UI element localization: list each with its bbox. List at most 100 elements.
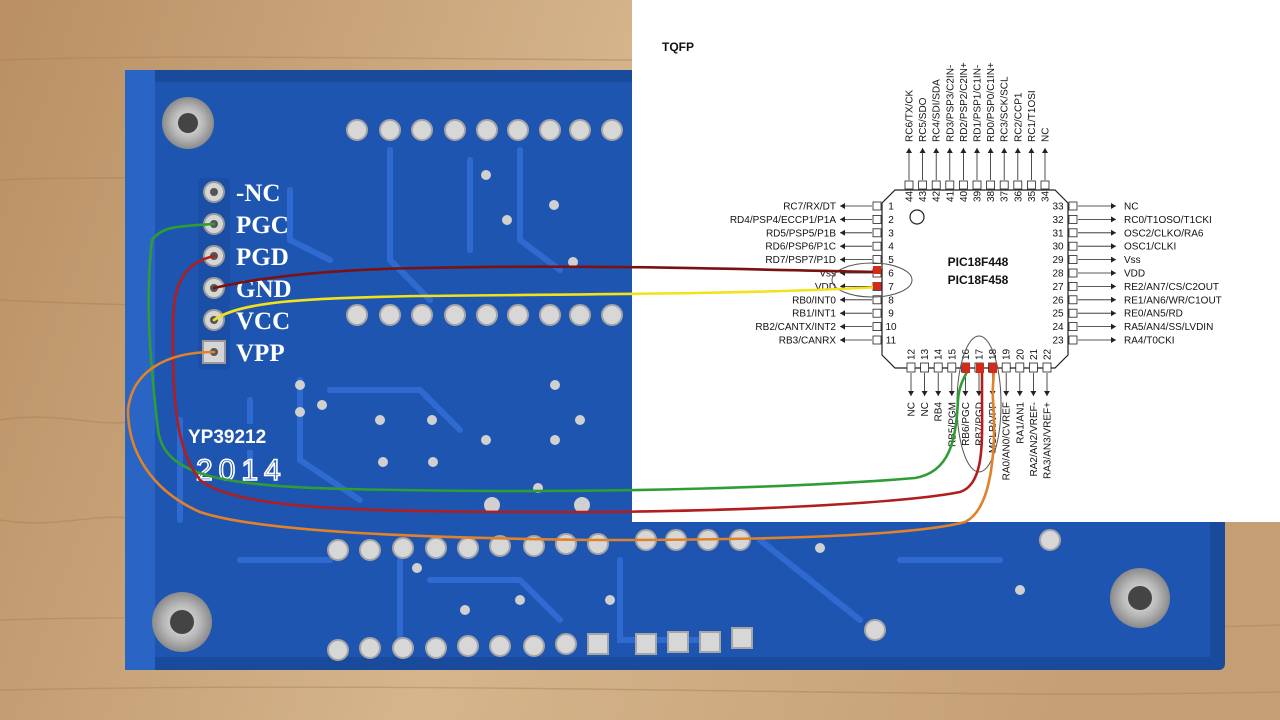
- middle-pad-row: [346, 304, 623, 326]
- pin-label: RB5/PGM: [947, 402, 958, 447]
- pin-label: VDD: [815, 282, 836, 293]
- pin-number: 39: [973, 190, 984, 202]
- pin-arrow: [840, 243, 845, 250]
- pin-pad-bottom: [1042, 362, 1052, 373]
- pin-arrow: [1028, 148, 1035, 153]
- pin-number: 26: [1052, 295, 1064, 306]
- pin-number: 35: [1027, 190, 1038, 202]
- pin-number: 36: [1013, 190, 1024, 202]
- pin-arrow: [840, 337, 845, 343]
- pin-number: 16: [961, 348, 972, 360]
- pin-pad-right: [1068, 214, 1078, 224]
- pcb-vias: [295, 170, 1025, 615]
- programming-header: [198, 178, 230, 370]
- pin-arrow: [840, 256, 845, 263]
- pin-number: 33: [1052, 202, 1064, 213]
- pin-label: OSC1/CLKI: [1124, 242, 1176, 253]
- pin-pad-top: [959, 180, 968, 190]
- pin-label: RD7/PSP7/P1D: [765, 255, 836, 266]
- pin-pad-top: [986, 180, 995, 190]
- pin-arrow: [960, 148, 967, 153]
- pin-18-highlight: [989, 363, 997, 373]
- pin-number: 11: [886, 336, 897, 347]
- pin-label: RC4/SDI/SDA: [932, 79, 943, 142]
- pin-arrow: [919, 148, 926, 153]
- pin-number: 42: [932, 190, 943, 202]
- pin-label: RA0/AN0/CVREF: [1002, 402, 1013, 480]
- pin-number: 20: [1015, 348, 1026, 360]
- pin-pad-right: [1068, 295, 1078, 305]
- pin-number: 23: [1052, 336, 1064, 347]
- pin-label: RD5/PSP5/P1B: [766, 228, 836, 239]
- pin-label: RB0/INT0: [792, 295, 836, 306]
- pin-arrow: [1111, 337, 1116, 343]
- pin-pad-top: [1027, 180, 1036, 190]
- pin-number: 6: [888, 269, 894, 280]
- pin-label: RD0/PSP0/C1IN+: [986, 62, 997, 142]
- pin-number: 29: [1052, 255, 1064, 266]
- wire-gnd: [212, 265, 880, 290]
- pin-arrow: [1030, 391, 1037, 396]
- package-label: TQFP: [662, 40, 694, 54]
- pin-label: RC3/SCK/SCL: [1000, 76, 1011, 142]
- pin-label: RD3/PSP3/C2IN-: [945, 65, 956, 142]
- pin-label: RB1/INT1: [792, 309, 836, 320]
- pin-arrow: [935, 391, 942, 396]
- pin-pad-top: [1013, 180, 1023, 190]
- pin-pad-top: [1040, 180, 1050, 190]
- pin-arrow: [921, 391, 928, 396]
- pin-label: VDD: [1124, 269, 1145, 280]
- pin-17-highlight: [976, 363, 984, 373]
- header-label-pgd: PGD: [236, 244, 289, 271]
- pin-label: Vss: [819, 269, 836, 280]
- pin-arrow: [1014, 148, 1021, 153]
- pin-pad-bottom: [906, 362, 916, 373]
- pin-number: 28: [1052, 269, 1064, 280]
- pin-pad-bottom: [1001, 362, 1011, 373]
- pin-number: 12: [907, 348, 918, 360]
- header-label-pgc: PGC: [236, 212, 289, 239]
- pin-label: RD6/PSP6/P1C: [765, 242, 836, 253]
- pin-pad-left: [872, 335, 882, 345]
- pin-label: RC6/TX/CK: [905, 89, 916, 142]
- pin-arrow: [906, 148, 912, 153]
- pin-number: 30: [1052, 242, 1064, 253]
- pin-arrow: [1111, 310, 1116, 317]
- header-label-nc: -NC: [236, 180, 280, 207]
- pin-label: RE0/AN5/RD: [1124, 309, 1183, 320]
- pin-pad-left: [872, 308, 882, 318]
- highlighted-pins: [873, 266, 997, 373]
- pin-arrow: [1111, 270, 1116, 276]
- pin-label: RA2/AN2/VREF-: [1029, 402, 1040, 476]
- pin-label: RA3/AN3/VREF+: [1043, 402, 1054, 479]
- pin-pad-left: [872, 214, 882, 224]
- top-pad-row: [346, 119, 623, 141]
- pin-arrow: [962, 391, 969, 396]
- pin-number: 3: [888, 228, 894, 239]
- pin-6-highlight: [873, 266, 881, 274]
- pin-number: 31: [1052, 228, 1064, 239]
- pin-pad-top: [945, 180, 955, 190]
- pin-pad-left: [872, 201, 882, 211]
- pin-pad-top: [999, 180, 1009, 190]
- pin-arrow: [1003, 391, 1010, 396]
- pin-arrow: [976, 391, 982, 396]
- pin-number: 19: [1002, 348, 1013, 360]
- pin-number: 37: [1000, 190, 1011, 202]
- pin-label: NC: [1041, 128, 1052, 142]
- jumper-wires: [126, 222, 996, 542]
- pin-number: 25: [1052, 309, 1064, 320]
- pin-label: RA5/AN4/SS/LVDIN: [1124, 322, 1213, 333]
- pin-arrow: [840, 310, 845, 317]
- pin-arrow: [908, 391, 914, 396]
- pin-arrow: [840, 229, 845, 236]
- pin-arrow: [840, 296, 845, 303]
- pin-pad-right: [1068, 228, 1078, 238]
- pin-label: OSC2/CLKO/RA6: [1124, 228, 1204, 239]
- pin-label: Vss: [1124, 255, 1141, 266]
- mounting-hole: [1110, 568, 1170, 628]
- pin-pad-right: [1068, 308, 1078, 318]
- pin-label: NC: [920, 402, 931, 416]
- pin-label: RE1/AN6/WR/C1OUT: [1124, 295, 1222, 306]
